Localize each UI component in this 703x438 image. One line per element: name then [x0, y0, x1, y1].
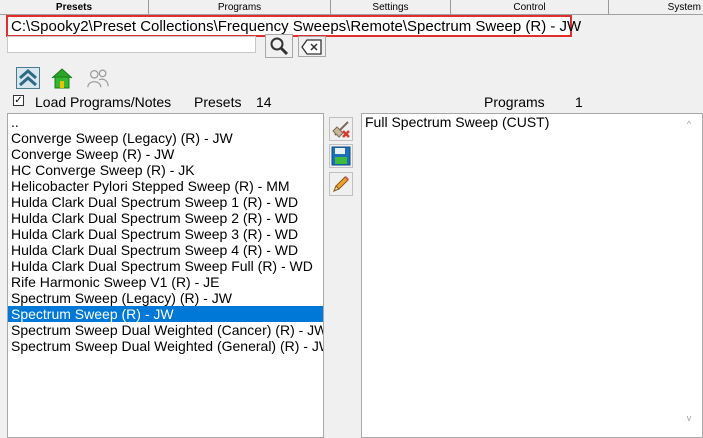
users-outline-icon	[87, 69, 109, 88]
tab-divider	[0, 14, 703, 15]
clear-programs-button[interactable]	[329, 117, 353, 141]
presets-header-label: Presets	[194, 94, 242, 110]
save-disk-icon	[331, 146, 351, 166]
preset-list-item[interactable]: Converge Sweep (R) - JW	[11, 146, 175, 162]
preset-list-item[interactable]: Converge Sweep (Legacy) (R) - JW	[11, 130, 233, 146]
preset-list-item[interactable]: Hulda Clark Dual Spectrum Sweep 4 (R) - …	[11, 242, 299, 258]
preset-list-item[interactable]: Hulda Clark Dual Spectrum Sweep 3 (R) - …	[11, 226, 299, 242]
preset-list-item[interactable]: Spectrum Sweep Dual Weighted (General) (…	[11, 338, 324, 354]
preset-list-item[interactable]: Spectrum Sweep Dual Weighted (Cancer) (R…	[11, 322, 324, 338]
search-button[interactable]	[265, 34, 293, 58]
home-icon	[51, 68, 73, 89]
backspace-icon	[301, 38, 322, 55]
scroll-up-arrow[interactable]: ^	[686, 119, 692, 129]
preset-list-item[interactable]: ..	[11, 114, 19, 130]
preset-list-item[interactable]: Hulda Clark Dual Spectrum Sweep Full (R)…	[11, 258, 313, 274]
programs-count: 1	[575, 94, 583, 110]
programs-list[interactable]: Full Spectrum Sweep (CUST) ^ v	[361, 113, 703, 438]
preset-list-item[interactable]: Hulda Clark Dual Spectrum Sweep 1 (R) - …	[11, 194, 299, 210]
current-path-box: C:\Spooky2\Preset Collections\Frequency …	[6, 15, 581, 37]
double-chevron-up-icon	[16, 67, 40, 89]
tab-bar: Presets Programs Settings Control System	[0, 0, 703, 15]
program-list-item[interactable]: Full Spectrum Sweep (CUST)	[365, 114, 550, 130]
preset-list-item[interactable]: Spectrum Sweep (R) - JW	[8, 306, 323, 322]
load-programs-label: Load Programs/Notes	[35, 94, 172, 110]
magnifier-icon	[270, 37, 289, 56]
home-button[interactable]	[50, 66, 74, 90]
preset-list-item[interactable]: HC Converge Sweep (R) - JK	[11, 162, 195, 178]
current-path: C:\Spooky2\Preset Collections\Frequency …	[11, 18, 582, 35]
tab-settings[interactable]: Settings	[330, 0, 450, 15]
preset-list-item[interactable]: Spectrum Sweep (Legacy) (R) - JW	[11, 290, 232, 306]
tab-system[interactable]: System	[608, 0, 703, 15]
users-button[interactable]	[86, 66, 110, 90]
tab-control[interactable]: Control	[450, 0, 608, 15]
scroll-down-arrow[interactable]: v	[686, 413, 692, 423]
clear-search-button[interactable]	[298, 36, 326, 57]
preset-list-item[interactable]: Helicobacter Pylori Stepped Sweep (R) - …	[11, 178, 290, 194]
presets-count: 14	[256, 94, 272, 110]
tab-programs[interactable]: Programs	[148, 0, 330, 15]
edit-preset-button[interactable]	[329, 172, 353, 196]
up-folder-button[interactable]	[16, 66, 40, 90]
preset-list-item[interactable]: Hulda Clark Dual Spectrum Sweep 2 (R) - …	[11, 210, 299, 226]
tab-presets[interactable]: Presets	[55, 2, 93, 13]
save-preset-button[interactable]	[329, 144, 353, 168]
broom-icon	[332, 121, 350, 138]
preset-list-item[interactable]: Rife Harmonic Sweep V1 (R) - JE	[11, 274, 220, 290]
pencil-icon	[333, 176, 349, 192]
programs-header-label: Programs	[484, 94, 545, 110]
load-programs-checkbox[interactable]: ✓	[13, 95, 24, 106]
search-input[interactable]	[7, 36, 256, 53]
